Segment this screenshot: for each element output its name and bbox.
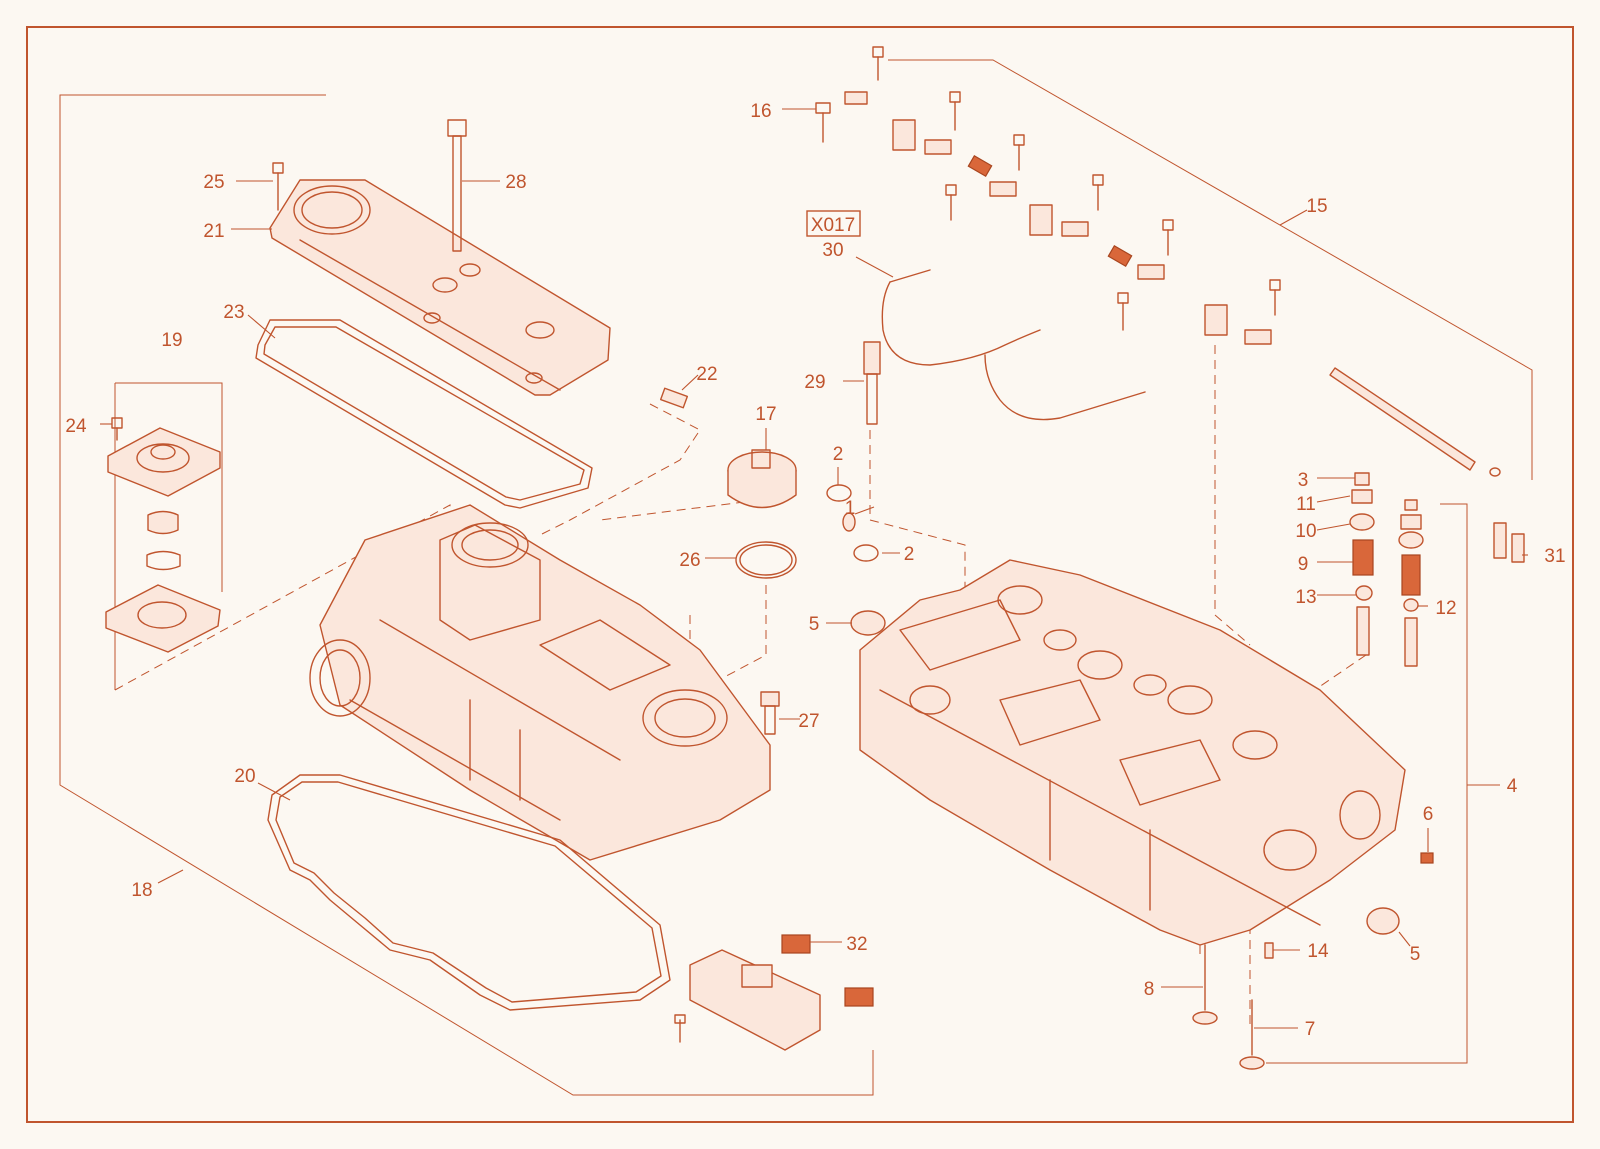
callout-label: 17: [755, 404, 776, 425]
callout-label: 11: [1296, 494, 1316, 515]
callout-labels: 1 2 2 3 4 5 5 6 7 8 9 10 11 12 13 14 15 …: [65, 101, 1565, 1040]
callout-label: 19: [161, 330, 182, 351]
callout-label: 2: [904, 544, 915, 565]
valve-cover-top-plate[interactable]: [269, 179, 611, 396]
callout-label: 2: [833, 444, 844, 465]
sealing-washer-2-upper[interactable]: [826, 484, 852, 502]
callout-label: 32: [846, 934, 867, 955]
screw-24[interactable]: [111, 417, 123, 441]
reference-tag: X017: [811, 215, 855, 236]
valve-keeper-11[interactable]: [1351, 489, 1373, 504]
callout-label: 18: [131, 880, 152, 901]
callout-label: 1: [845, 498, 856, 519]
valve-stack-right[interactable]: [1398, 499, 1424, 596]
o-ring-26[interactable]: [735, 541, 797, 579]
callout-label: 9: [1298, 554, 1309, 575]
bolt-27[interactable]: [760, 691, 780, 735]
intake-valve-7[interactable]: [1239, 999, 1265, 1070]
nozzle-cup-1[interactable]: [842, 512, 856, 532]
callout-label: 28: [505, 172, 526, 193]
callout-label: 12: [1435, 598, 1456, 619]
plug-5-lower[interactable]: [1366, 907, 1400, 935]
callout-label: 16: [750, 101, 771, 122]
callout-label: 10: [1295, 521, 1316, 542]
diagram-frame: [26, 26, 1574, 1123]
cylinder-head-4[interactable]: [859, 559, 1406, 946]
leader-lines: [100, 108, 1528, 1029]
callout-label: 27: [798, 711, 819, 732]
group-bracket-18: [59, 94, 874, 1096]
group-bracket-19: [114, 382, 223, 690]
glow-plug-29[interactable]: [863, 341, 881, 425]
callout-label: 31: [1544, 546, 1565, 567]
dowel-pin-14[interactable]: [1264, 942, 1274, 959]
breather-cover-19[interactable]: [105, 427, 221, 653]
callout-label: 15: [1306, 196, 1327, 217]
callout-label: 8: [1144, 979, 1155, 1000]
valve-spring-9[interactable]: [1352, 539, 1374, 576]
valve-cap-3[interactable]: [1354, 472, 1370, 486]
bolt-16[interactable]: [815, 102, 831, 143]
bushing-31[interactable]: [1493, 522, 1525, 563]
callout-label: 30: [822, 240, 843, 261]
valve-guide-right[interactable]: [1404, 617, 1418, 667]
valve-cover-housing-18[interactable]: [309, 504, 771, 861]
callout-label: 5: [1410, 944, 1421, 965]
callout-label: 5: [809, 614, 820, 635]
long-bolt-28[interactable]: [447, 119, 467, 252]
spring-seat-13[interactable]: [1355, 585, 1373, 601]
housing-gasket-20[interactable]: [267, 774, 671, 1011]
callout-label: 22: [696, 364, 717, 385]
fitting-22[interactable]: [659, 387, 689, 409]
callout-label: 21: [203, 221, 224, 242]
callout-label: 3: [1298, 470, 1309, 491]
glow-plug-wire-30[interactable]: [881, 269, 1146, 421]
oil-filler-cap-17[interactable]: [727, 449, 797, 509]
callout-label: 23: [223, 302, 244, 323]
rocker-arm-assembly-15[interactable]: [844, 46, 1501, 477]
callout-label: 20: [234, 766, 255, 787]
group-bracket-4: [1266, 503, 1468, 1064]
callout-label: 6: [1423, 804, 1434, 825]
bolt-25[interactable]: [272, 162, 284, 211]
callout-label: 7: [1305, 1019, 1316, 1040]
valve-guide-left[interactable]: [1356, 606, 1370, 656]
callout-label: 13: [1295, 587, 1316, 608]
plug-5-upper[interactable]: [850, 610, 886, 636]
sealing-washer-2-lower[interactable]: [853, 544, 879, 562]
spring-retainer-10[interactable]: [1349, 513, 1375, 531]
valve-seal-12[interactable]: [1403, 598, 1419, 612]
callout-label: 26: [679, 550, 700, 571]
callout-label: 25: [203, 172, 224, 193]
callout-label: 4: [1507, 776, 1518, 797]
callout-label: 14: [1307, 941, 1329, 962]
callout-label: 29: [804, 372, 825, 393]
cover-gasket-23[interactable]: [255, 319, 593, 509]
callout-label: 24: [65, 416, 87, 437]
plug-6[interactable]: [1420, 852, 1434, 864]
sensor-plate-32[interactable]: [674, 934, 874, 1051]
group-bracket-15: [888, 59, 1533, 480]
exhaust-valve-8[interactable]: [1192, 944, 1218, 1025]
reference-tag-box: [806, 210, 861, 237]
